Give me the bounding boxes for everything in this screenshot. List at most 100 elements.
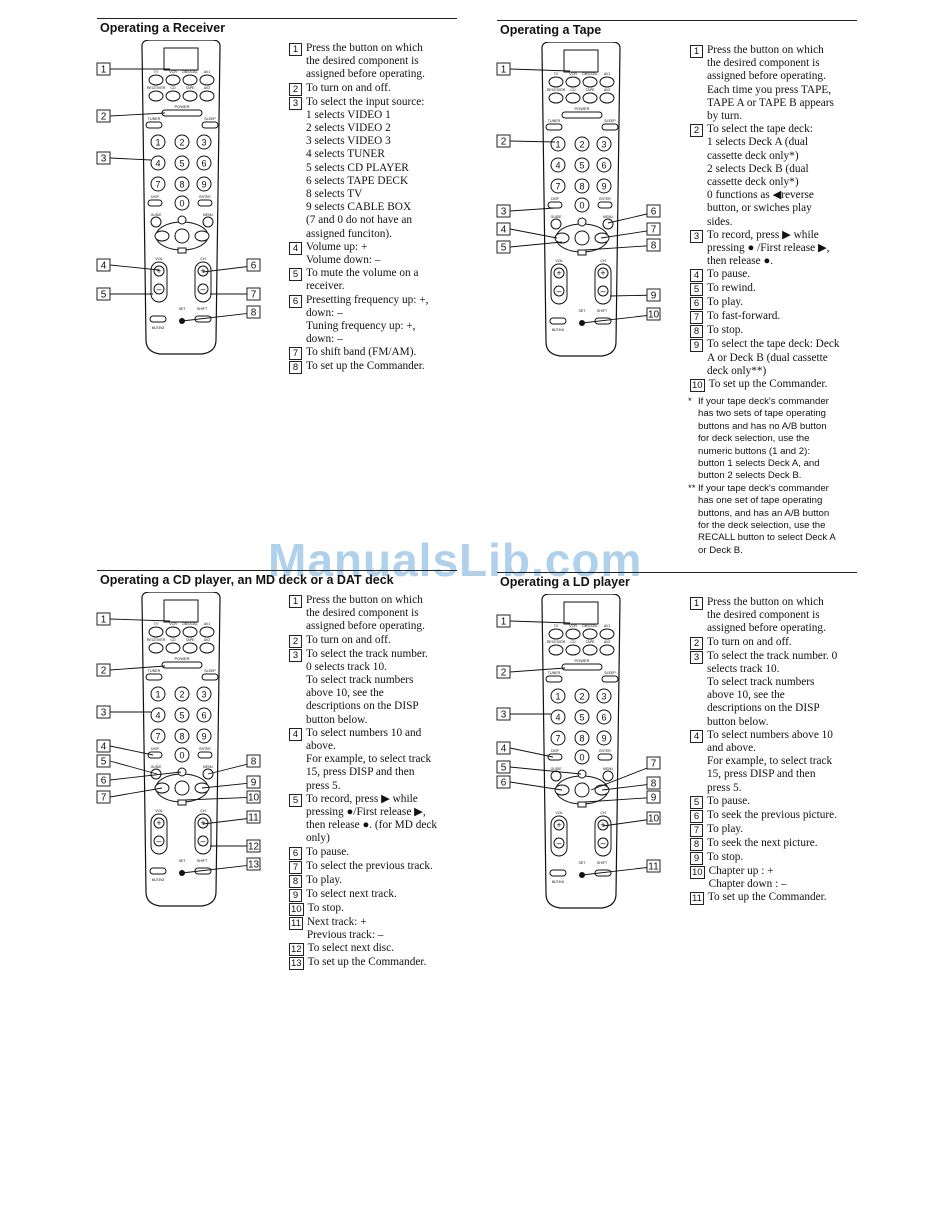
callout-box xyxy=(646,811,661,825)
callout-box xyxy=(496,134,511,148)
rocker-sign-ring xyxy=(553,285,565,297)
remote-label: RECEIVER xyxy=(147,86,166,90)
callout-number: 3 xyxy=(501,207,507,218)
number-glyph: 8 xyxy=(579,734,584,744)
number-button xyxy=(550,136,566,152)
step-text: To select numbers 10 and above. For exam… xyxy=(306,726,432,792)
callout-box xyxy=(96,109,111,123)
step-number-box: 1 xyxy=(690,45,703,58)
callout-line xyxy=(509,241,563,248)
step-text: To select next disc. xyxy=(307,942,394,955)
step-text: To select the input source: 1 selects VI… xyxy=(306,95,425,240)
remote-label: TUNER xyxy=(548,119,561,123)
callout-box xyxy=(96,773,111,787)
remote-label: TUNER xyxy=(148,669,161,673)
component-button xyxy=(165,626,181,638)
callout-line xyxy=(509,667,566,673)
callout-box xyxy=(496,222,511,236)
step-number-box: 3 xyxy=(289,96,302,110)
callout-box xyxy=(646,756,661,770)
sleep-button xyxy=(601,675,619,683)
number-glyph: 1 xyxy=(555,140,560,150)
remote-label: AV1 xyxy=(604,624,611,628)
number-button xyxy=(596,157,612,173)
step-text: To select the previous track. xyxy=(306,859,433,872)
callout-line xyxy=(109,264,160,271)
callout-box xyxy=(646,238,661,252)
remote-label: TV xyxy=(154,622,159,626)
step-text: To shift band (FM/AM). xyxy=(306,346,417,359)
component-button xyxy=(182,74,198,86)
number-button xyxy=(574,730,590,746)
step-number-box: 11 xyxy=(690,892,704,906)
remote-label: CD xyxy=(170,638,176,642)
callout-box xyxy=(246,754,261,768)
number-glyph: 5 xyxy=(179,711,184,721)
component-button xyxy=(199,90,215,102)
stop-button xyxy=(577,801,587,808)
number-button xyxy=(196,686,212,702)
remote-display xyxy=(563,601,599,625)
footnote-text: If your tape deck's commander has one se… xyxy=(698,482,836,556)
callout-number: 4 xyxy=(101,742,107,753)
component-button xyxy=(548,92,564,104)
step-number-box: 8 xyxy=(690,325,703,339)
number-button xyxy=(196,134,212,150)
callout-line xyxy=(109,157,152,161)
step-text: To set up the Commander. xyxy=(307,956,427,969)
callout-number: 8 xyxy=(251,757,257,768)
number-button xyxy=(596,709,612,725)
remote-label: POWER xyxy=(574,106,589,111)
component-button xyxy=(199,74,215,86)
component-button xyxy=(599,628,615,640)
power-button xyxy=(161,109,203,117)
muting-button xyxy=(549,317,567,325)
step-text: To set up the Commander. xyxy=(708,378,828,391)
component-button xyxy=(582,628,598,640)
rocker-sign-ring xyxy=(553,267,565,279)
callout-number: 2 xyxy=(101,666,107,677)
step-text: To select numbers above 10 and above. Fo… xyxy=(707,728,833,794)
remote-label: ENTER xyxy=(599,197,611,201)
rocker-sign-ring xyxy=(197,283,209,295)
remote-label: TAPE xyxy=(585,88,595,92)
step-text: To turn on and off. xyxy=(707,635,792,648)
remote-label: DBS/CBL xyxy=(582,72,597,76)
menu-button xyxy=(602,770,614,782)
number-glyph: 3 xyxy=(201,138,206,148)
enter-button xyxy=(197,751,213,759)
remote-label: VOL xyxy=(155,257,163,261)
rocker-sign-ring xyxy=(197,835,209,847)
component-button xyxy=(565,644,581,656)
footnote-mark: * xyxy=(688,396,692,407)
remote-display xyxy=(163,47,199,71)
remote-label: AV1 xyxy=(204,70,211,74)
footnote-mark: ** xyxy=(688,482,696,494)
remote-label: DISP xyxy=(151,195,160,199)
rocker-sign-ring xyxy=(597,837,609,849)
number-button xyxy=(596,136,612,152)
number-glyph: 6 xyxy=(601,161,606,171)
section-title: Operating a LD player xyxy=(500,575,630,589)
number-glyph: 2 xyxy=(579,692,584,702)
remote-label: POWER xyxy=(574,658,589,663)
component-button xyxy=(582,644,598,656)
footnote-text: If your tape deck's commander has two se… xyxy=(698,396,829,482)
number-glyph: 3 xyxy=(601,692,606,702)
step-number-box: 3 xyxy=(690,650,703,664)
remote-label: GUIDE xyxy=(551,767,562,771)
remote-label: SLEEP xyxy=(204,669,216,673)
remote-label: DBS/CBL xyxy=(182,70,197,74)
